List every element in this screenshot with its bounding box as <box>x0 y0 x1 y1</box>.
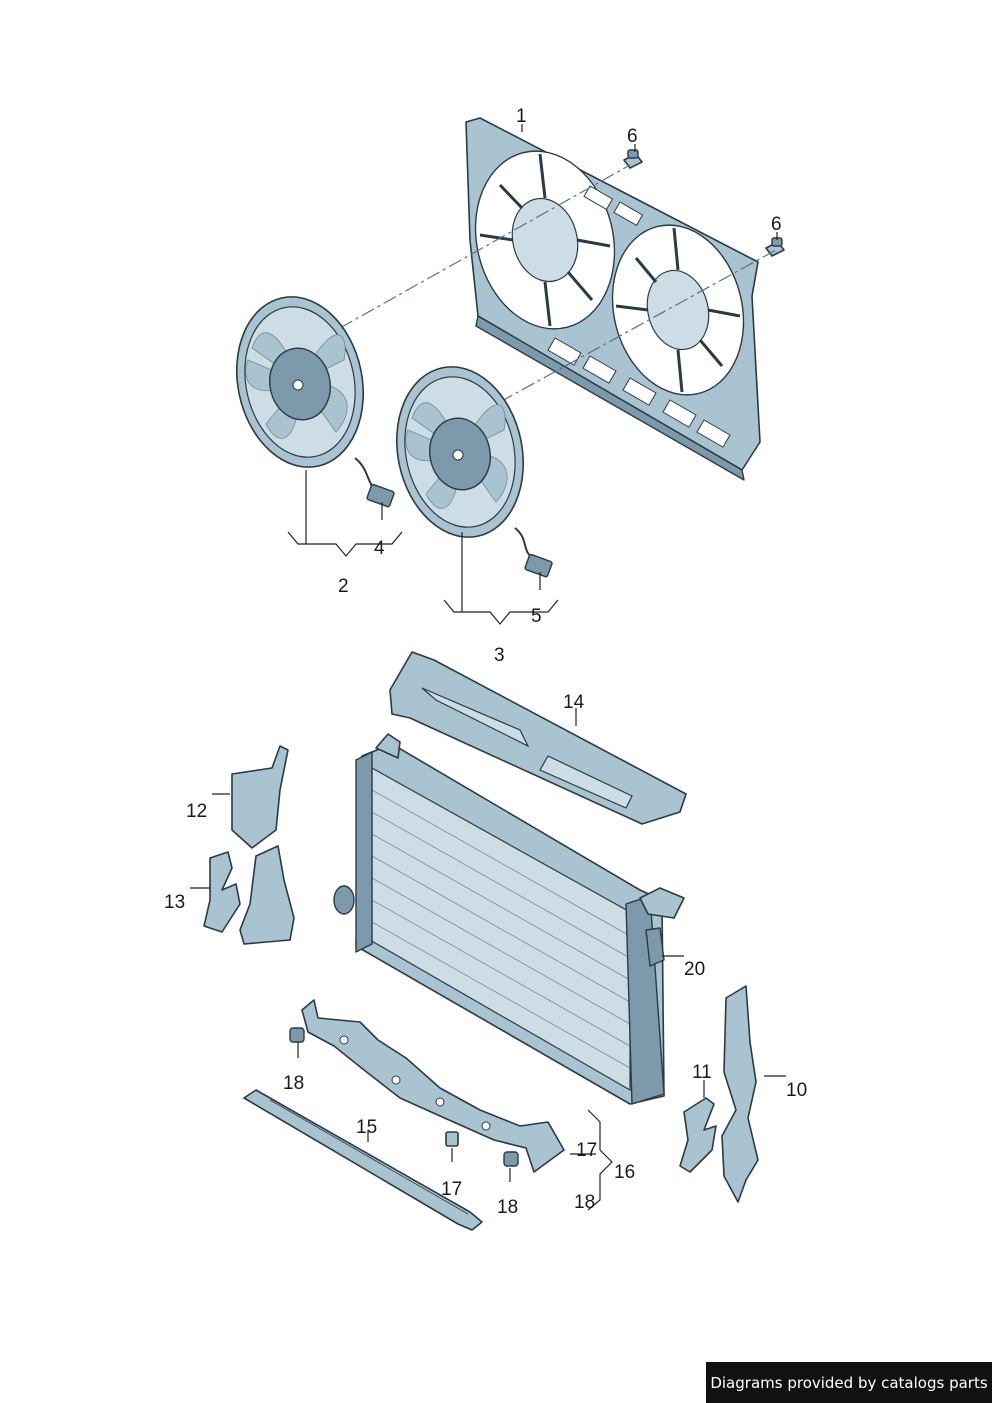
fan-left <box>235 296 395 508</box>
left-upper-air-guide <box>231 745 295 945</box>
left-lower-bracket <box>203 851 241 933</box>
credits-banner: Diagrams provided by catalogs parts <box>706 1362 992 1403</box>
nut-lower <box>503 1151 519 1167</box>
fan-shroud-frame <box>465 117 761 481</box>
callout-6-right: 6 <box>771 214 782 235</box>
clip <box>445 1131 459 1147</box>
callout-18-left: 18 <box>283 1073 304 1094</box>
callout-3: 3 <box>494 645 505 666</box>
callout-12: 12 <box>186 801 207 822</box>
bolt-right <box>765 237 785 257</box>
callout-14: 14 <box>563 692 585 713</box>
assembly-line-fan2 <box>499 249 777 403</box>
bolt-upper <box>623 149 643 169</box>
assembly-line-fan1 <box>339 164 631 329</box>
right-air-guide <box>721 985 759 1203</box>
callout-17-right: 17 <box>576 1140 597 1161</box>
callout-10: 10 <box>786 1080 807 1101</box>
credits-text: Diagrams provided by catalogs parts <box>710 1373 988 1392</box>
right-lower-bracket <box>679 1097 717 1173</box>
nut-upper-left <box>289 1027 305 1043</box>
callout-11: 11 <box>692 1062 712 1083</box>
callout-18-right: 18 <box>574 1192 595 1213</box>
callout-4: 4 <box>374 538 385 559</box>
radiator <box>333 733 685 1105</box>
leader-lines <box>190 124 786 1211</box>
radiator-side-bracket <box>645 927 665 967</box>
callout-6-upper: 6 <box>627 126 638 147</box>
callout-labels: 1 6 6 4 2 5 3 14 12 13 20 11 10 18 15 17… <box>164 106 807 1218</box>
upper-air-guide <box>389 651 687 825</box>
callout-17-lower: 17 <box>441 1179 462 1200</box>
callout-20: 20 <box>684 959 705 980</box>
callout-18-lower: 18 <box>497 1197 518 1218</box>
lower-cross-member <box>301 999 565 1173</box>
callout-5: 5 <box>531 606 542 627</box>
callout-2: 2 <box>338 576 349 597</box>
fan-right <box>395 366 553 578</box>
callout-1: 1 <box>516 106 527 127</box>
callout-13: 13 <box>164 892 185 913</box>
callout-16: 16 <box>614 1162 635 1183</box>
lower-air-guide-strip <box>243 1089 483 1231</box>
callout-15: 15 <box>356 1117 377 1138</box>
